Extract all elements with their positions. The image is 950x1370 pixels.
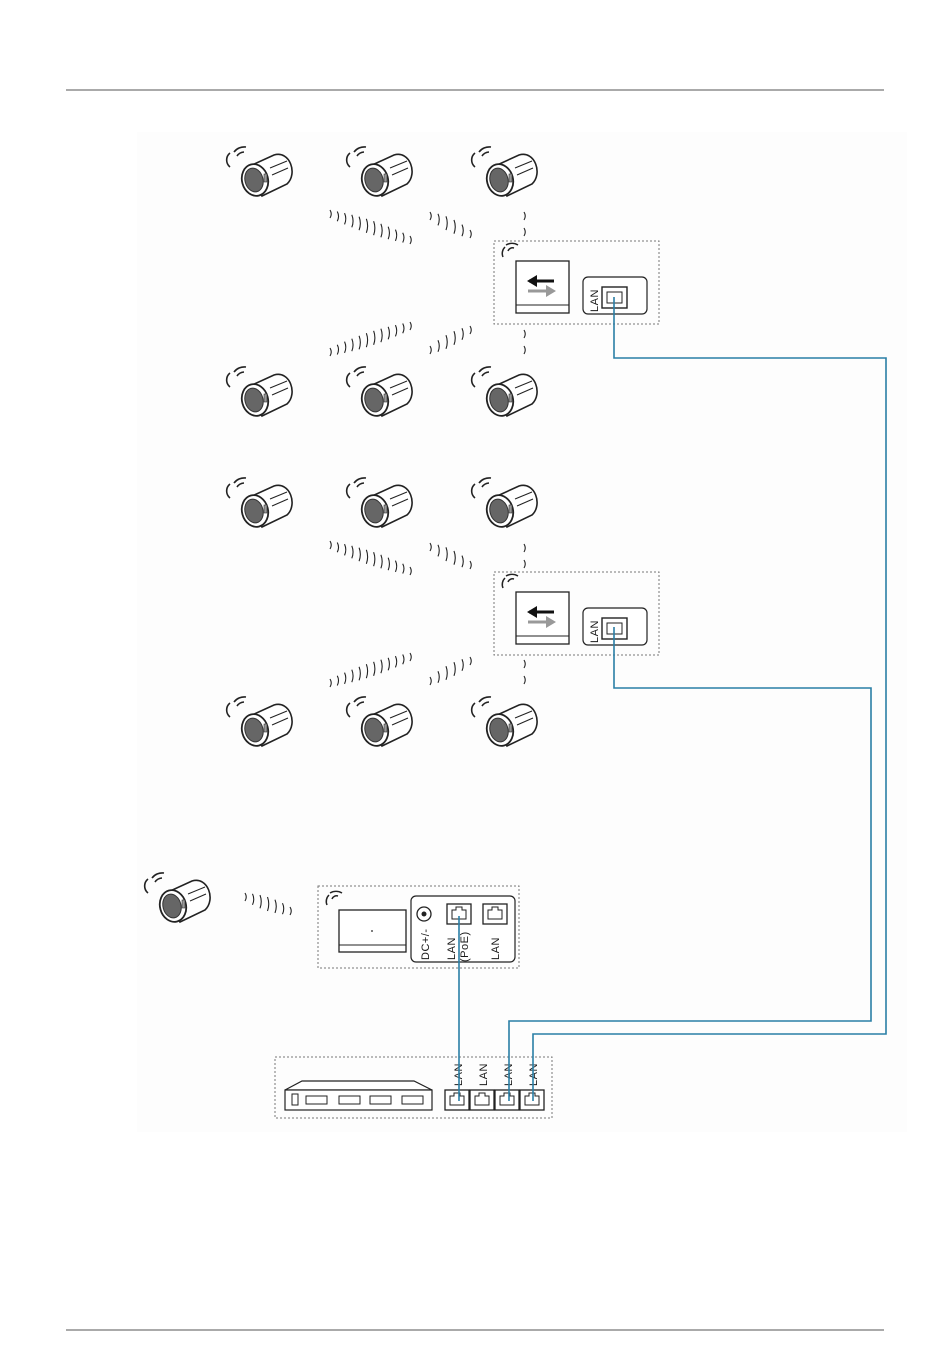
hub-poe-label: (PoE) [459, 931, 471, 962]
switch-lan-label-4: LAN [528, 1063, 540, 1086]
hub-lan-label: LAN [490, 937, 502, 960]
repeater-1-lan-label: LAN [589, 289, 601, 312]
hub-lan-poe-label: LAN [446, 937, 458, 960]
repeater-2-lan-label: LAN [589, 620, 601, 643]
switch-lan-label-2: LAN [478, 1063, 490, 1086]
hub-dc-label: DC+/- [420, 928, 432, 960]
